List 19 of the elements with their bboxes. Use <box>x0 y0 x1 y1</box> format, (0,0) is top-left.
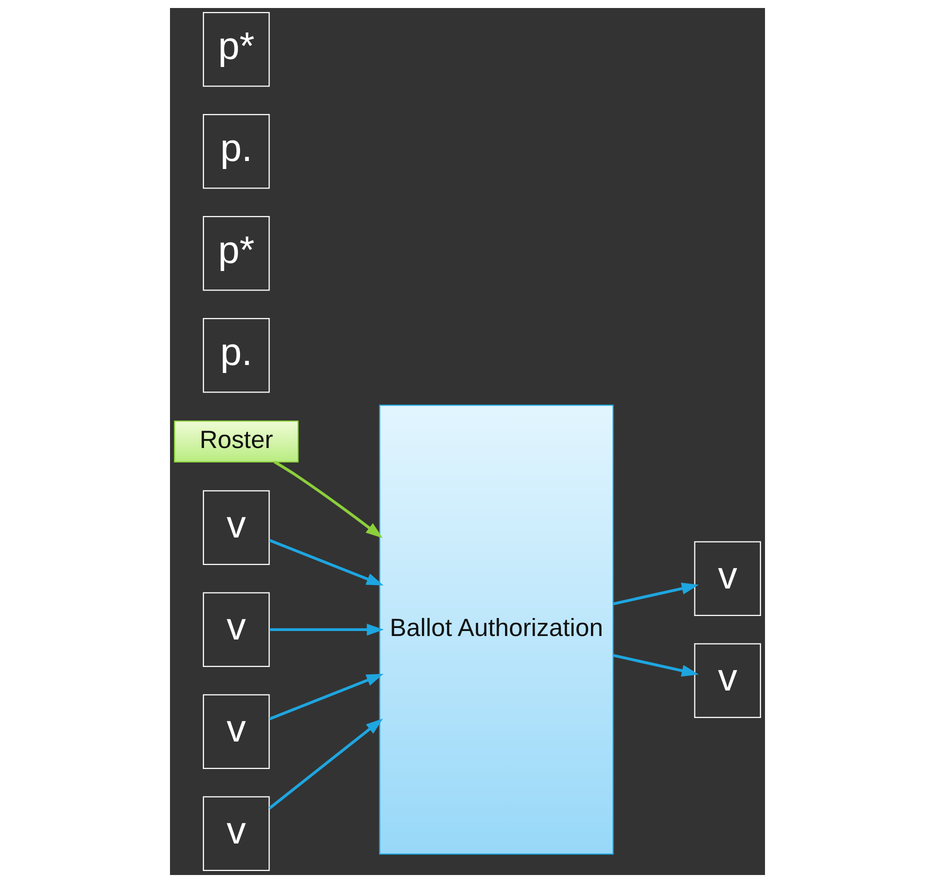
node-box: p. <box>202 114 270 189</box>
arrow <box>268 718 383 810</box>
node-box: v <box>202 796 270 872</box>
arrow <box>613 582 699 606</box>
node-box: v <box>694 541 762 616</box>
arrow <box>613 654 699 677</box>
node-box: v <box>202 490 270 566</box>
node-box: p. <box>202 318 270 393</box>
node-box: Roster <box>174 420 299 462</box>
node-box: Ballot Authorization <box>379 404 614 855</box>
arrow <box>269 539 384 586</box>
node-box: p* <box>202 12 270 87</box>
arrow <box>270 624 384 636</box>
node-box: v <box>202 694 270 770</box>
arrow <box>269 674 384 720</box>
node-box: p* <box>202 216 270 291</box>
node-box: v <box>202 592 270 668</box>
node-box: v <box>694 643 762 718</box>
arrow <box>274 460 383 538</box>
